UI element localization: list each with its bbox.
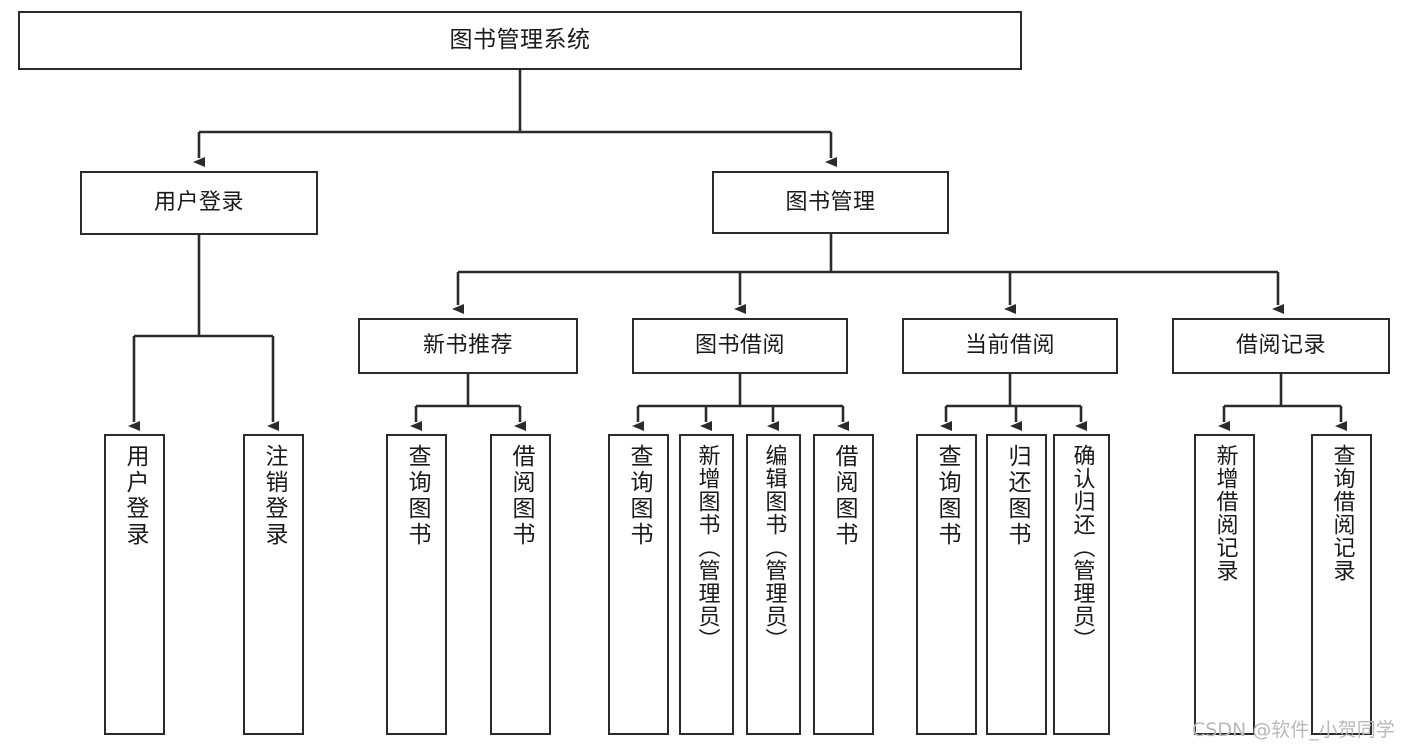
node-label: 借阅记录 <box>1235 333 1326 359</box>
node-label: 注销登录 <box>261 444 287 548</box>
node-label: 图书管理系统 <box>449 26 591 53</box>
node-label: 归还图书 <box>1004 444 1030 548</box>
node-label: 新增借阅记录 <box>1212 444 1238 582</box>
node-label: 用户登录 <box>153 190 244 216</box>
leaf-query-book-borrow[interactable]: 查询图书 <box>608 434 669 735</box>
leaf-query-book-new[interactable]: 查询图书 <box>386 434 447 735</box>
leaf-borrow-book[interactable]: 借阅图书 <box>813 434 874 735</box>
node-root-system[interactable]: 图书管理系统 <box>18 11 1022 70</box>
node-label: 新增图书（管理员） <box>694 444 720 651</box>
node-label: 查询图书 <box>626 444 652 548</box>
node-label: 查询图书 <box>934 444 960 548</box>
leaf-logout[interactable]: 注销登录 <box>243 434 304 735</box>
leaf-add-book-admin[interactable]: 新增图书（管理员） <box>679 434 734 735</box>
leaf-query-borrow-record[interactable]: 查询借阅记录 <box>1311 434 1372 735</box>
node-label: 当前借阅 <box>964 333 1055 359</box>
node-book-borrow[interactable]: 图书借阅 <box>632 318 848 374</box>
node-label: 图书管理 <box>785 189 876 215</box>
node-label: 新书推荐 <box>422 333 513 359</box>
node-user-login[interactable]: 用户登录 <box>80 171 318 235</box>
node-label: 借阅图书 <box>508 444 534 548</box>
leaf-edit-book-admin[interactable]: 编辑图书（管理员） <box>746 434 801 735</box>
node-label: 查询图书 <box>404 444 430 548</box>
leaf-query-book-current[interactable]: 查询图书 <box>916 434 977 735</box>
node-label: 编辑图书（管理员） <box>761 444 787 651</box>
leaf-borrow-book-new[interactable]: 借阅图书 <box>490 434 551 735</box>
node-new-book-recommend[interactable]: 新书推荐 <box>358 318 578 374</box>
node-label: 用户登录 <box>122 444 148 548</box>
leaf-confirm-return-admin[interactable]: 确认归还（管理员） <box>1053 434 1110 735</box>
node-label: 查询借阅记录 <box>1329 444 1355 582</box>
node-label: 图书借阅 <box>694 333 785 359</box>
node-current-borrow[interactable]: 当前借阅 <box>902 318 1118 374</box>
csdn-watermark: CSDN @软件_小贺同学 <box>1192 719 1395 741</box>
node-label: 确认归还（管理员） <box>1069 444 1095 651</box>
node-borrow-record[interactable]: 借阅记录 <box>1172 318 1390 374</box>
node-book-management[interactable]: 图书管理 <box>712 171 949 234</box>
leaf-return-book[interactable]: 归还图书 <box>986 434 1047 735</box>
leaf-add-borrow-record[interactable]: 新增借阅记录 <box>1194 434 1255 735</box>
leaf-user-login[interactable]: 用户登录 <box>104 434 165 735</box>
node-label: 借阅图书 <box>831 444 857 548</box>
